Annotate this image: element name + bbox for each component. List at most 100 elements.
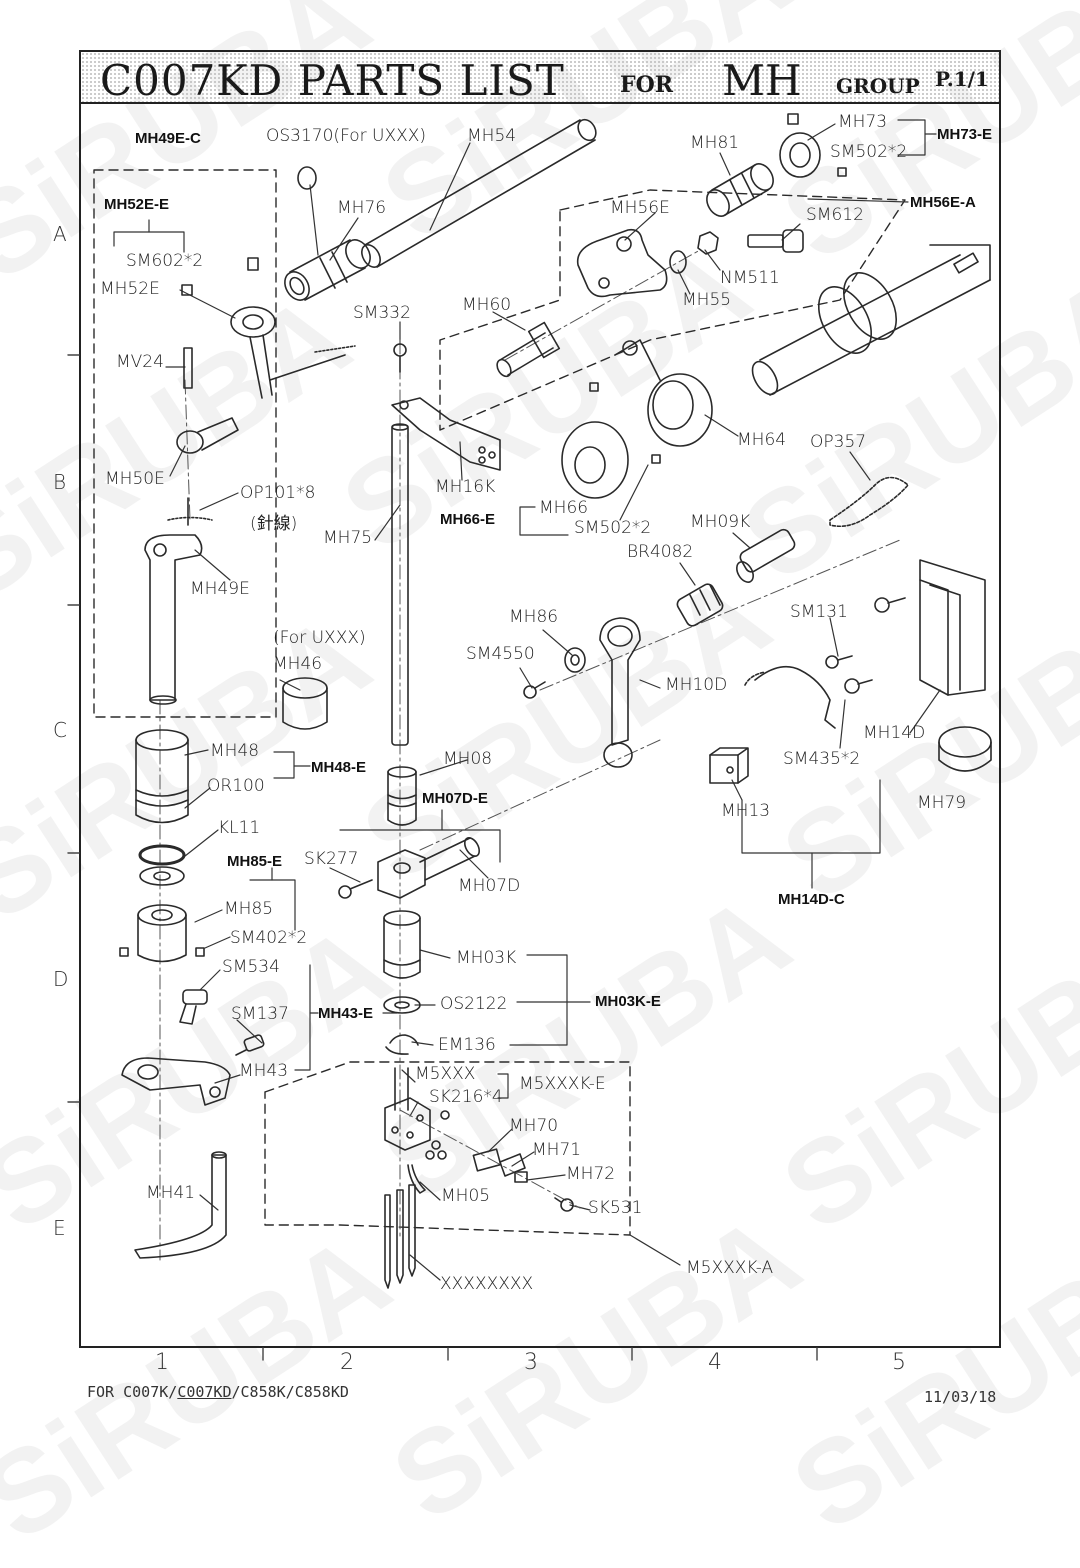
part-sm137 bbox=[235, 1034, 265, 1056]
part-mh41 bbox=[134, 1151, 227, 1259]
part-mh03k bbox=[383, 910, 421, 979]
part-sm131 bbox=[825, 655, 853, 669]
label-mh85: MH85 bbox=[224, 899, 274, 919]
leader-lines bbox=[165, 123, 941, 1281]
label-mh60: MH60 bbox=[462, 295, 512, 315]
label-mh43: MH43 bbox=[239, 1061, 289, 1081]
part-mh66 bbox=[561, 382, 661, 499]
part-mh72 bbox=[514, 1171, 528, 1183]
label-mh76: MH76 bbox=[337, 198, 387, 218]
part-mh55 bbox=[669, 250, 687, 274]
part-em136 bbox=[385, 1034, 419, 1055]
part-kl11 bbox=[139, 866, 185, 886]
part-mh54 bbox=[361, 118, 597, 268]
column-marker-1: 1 bbox=[155, 1350, 169, 1375]
label-op101-note: (針線) bbox=[250, 514, 298, 534]
part-thread-guide bbox=[744, 665, 836, 729]
column-marker-4: 4 bbox=[708, 1350, 722, 1375]
part-mh09k bbox=[736, 528, 796, 583]
label-sm4550: SM4550 bbox=[466, 644, 535, 664]
part-mh85 bbox=[119, 904, 205, 963]
part-mh73 bbox=[779, 113, 847, 178]
label-op101: OP101*8 bbox=[240, 483, 316, 503]
label-mh10d: MH10D bbox=[665, 675, 728, 695]
outline-mh49e-c bbox=[93, 169, 277, 718]
row-marker-a: A bbox=[53, 222, 67, 246]
assembly-mh73-e: MH73-E bbox=[937, 126, 993, 143]
part-mh49e bbox=[144, 534, 203, 705]
label-sm137: SM137 bbox=[231, 1004, 289, 1024]
part-mv24 bbox=[183, 347, 193, 389]
part-mh50e bbox=[176, 417, 239, 454]
label-mh16k: MH16K bbox=[435, 477, 496, 497]
label-or100: OR100 bbox=[207, 776, 265, 796]
assembly-mh49e-c: MH49E-C bbox=[135, 130, 201, 147]
footer-models: FOR C007K/C007KD/C858K/C858KD bbox=[87, 1383, 349, 1401]
label-mh55: MH55 bbox=[682, 290, 732, 310]
label-sk531: SK531 bbox=[588, 1198, 643, 1218]
assembly-mh85-e: MH85-E bbox=[227, 853, 283, 870]
column-marker-2: 2 bbox=[340, 1350, 354, 1375]
column-marker-3: 3 bbox=[524, 1350, 538, 1375]
label-em136: EM136 bbox=[438, 1035, 496, 1055]
footer-for-prefix: FOR bbox=[87, 1383, 124, 1401]
part-os3170 bbox=[297, 166, 317, 190]
part-m5xxx bbox=[384, 1067, 431, 1151]
outline-mh56e-a bbox=[439, 189, 906, 431]
part-sk277 bbox=[338, 879, 373, 899]
part-br4082 bbox=[676, 583, 724, 627]
for-label: FOR bbox=[620, 72, 674, 98]
label-mh46-note: (For UXXX) bbox=[273, 628, 366, 648]
part-mh13 bbox=[709, 747, 749, 784]
column-marker-5: 5 bbox=[892, 1350, 906, 1375]
label-mh79: MH79 bbox=[917, 793, 967, 813]
part-mh70 bbox=[472, 1148, 502, 1172]
part-sm332 bbox=[393, 343, 407, 373]
model-code: C007KD bbox=[100, 56, 284, 105]
part-sm534 bbox=[179, 989, 208, 1025]
assembly-mh66-e: MH66-E bbox=[440, 511, 496, 528]
label-mh86: MH86 bbox=[509, 607, 559, 627]
footer-models-after: /C858K/C858KD bbox=[231, 1383, 349, 1401]
label-os2122: OS2122 bbox=[440, 994, 508, 1014]
part-main-shaft bbox=[751, 244, 991, 396]
label-mh41: MH41 bbox=[146, 1183, 196, 1203]
assembly-mh14d-c: MH14D-C bbox=[778, 891, 845, 908]
label-mh66: MH66 bbox=[539, 498, 589, 518]
label-sm602: SM602*2 bbox=[126, 251, 204, 271]
part-mh60 bbox=[496, 321, 561, 378]
label-mh07d: MH07D bbox=[458, 876, 521, 896]
part-mh64 bbox=[614, 339, 713, 447]
label-sm502-mid: SM502*2 bbox=[574, 518, 652, 538]
part-mh56e bbox=[576, 228, 668, 298]
label-mh75: MH75 bbox=[323, 528, 373, 548]
page-number: P.1/1 bbox=[935, 67, 989, 91]
footer-models-before: C007K/ bbox=[123, 1383, 178, 1401]
label-mh46: MH46 bbox=[273, 654, 323, 674]
footer-model-current: C007KD bbox=[177, 1383, 232, 1401]
part-sm612 bbox=[747, 229, 804, 253]
assembly-mh03k-e: MH03K-E bbox=[595, 993, 661, 1010]
title-band bbox=[81, 52, 999, 104]
part-mh08 bbox=[387, 766, 417, 826]
assembly-m5xxxk-a: M5XXXK-A bbox=[686, 1258, 774, 1278]
label-mh03k: MH03K bbox=[456, 948, 517, 968]
part-needles bbox=[384, 1184, 416, 1289]
group-label: GROUP bbox=[836, 74, 920, 98]
part-mh71 bbox=[499, 1153, 526, 1177]
exploded-view-drawing bbox=[67, 113, 992, 1361]
label-sk277: SK277 bbox=[304, 849, 359, 869]
assembly-mh52e-e: MH52E-E bbox=[104, 196, 170, 213]
part-mh16k bbox=[391, 397, 501, 471]
part-mh10d bbox=[599, 617, 641, 768]
label-sm502-top: SM502*2 bbox=[830, 142, 908, 162]
label-os3170: OS3170(For UXXX) bbox=[266, 126, 427, 146]
label-mh56e: MH56E bbox=[610, 198, 670, 218]
grid-ticks bbox=[67, 354, 818, 1361]
assembly-outlines bbox=[93, 169, 906, 1236]
part-mh81 bbox=[706, 163, 774, 217]
part-os2122 bbox=[383, 996, 421, 1014]
row-marker-c: C bbox=[53, 718, 67, 742]
label-op357: OP357 bbox=[810, 432, 867, 452]
row-marker-b: B bbox=[53, 470, 67, 494]
